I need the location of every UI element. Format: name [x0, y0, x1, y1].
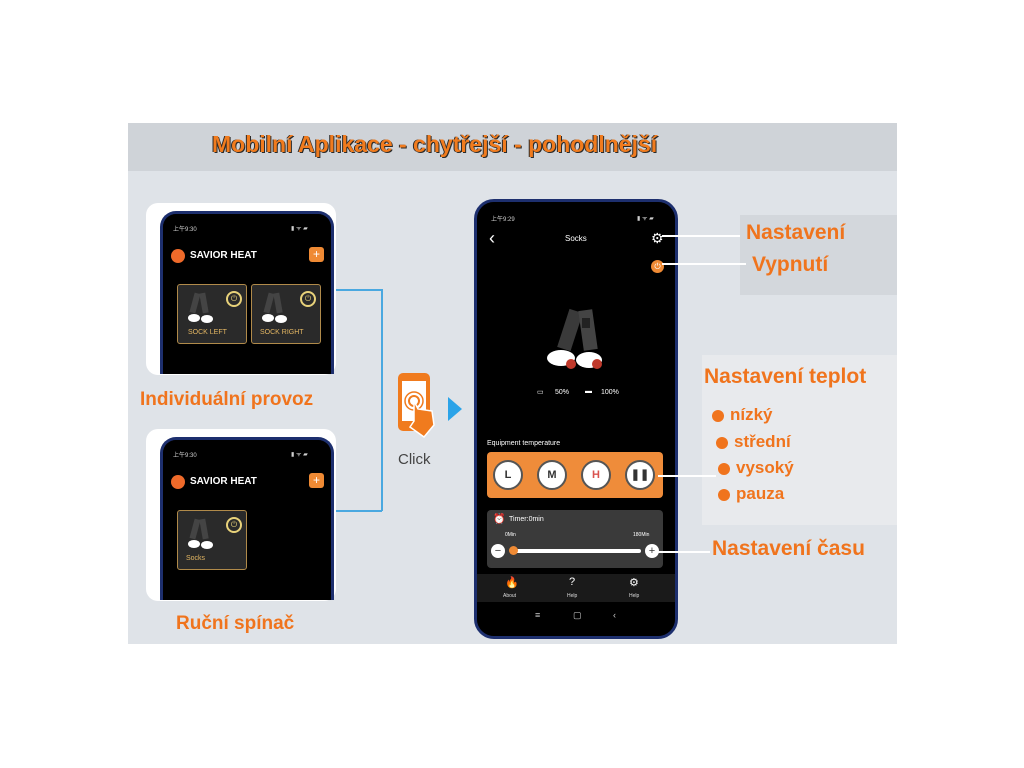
menu-icon[interactable]: ≡ [535, 610, 541, 620]
annotation-box-bottom [702, 355, 897, 525]
status-time: 上午9:29 [491, 217, 515, 223]
power-off-button[interactable]: ⏻ [651, 260, 664, 273]
pointer-time [658, 551, 710, 553]
status-icons: ▮ ᯤ ▰ [291, 226, 308, 232]
bullet [718, 489, 730, 501]
settings-gear-icon[interactable]: ⚙ [651, 230, 664, 246]
gear-icon[interactable]: ⚙ [629, 577, 639, 589]
label-time-settings: Nastavení času [712, 537, 865, 560]
connector-top [336, 289, 382, 291]
sock-icon [188, 292, 213, 323]
battery-right-value: 100% [601, 389, 619, 396]
pointer-power [662, 263, 746, 265]
pause-button[interactable]: ❚❚ [625, 460, 655, 490]
label-settings: Nastavení [746, 221, 846, 244]
battery-right-icon: ▬ [585, 388, 592, 395]
tile-label: Socks [186, 555, 206, 562]
timer-slider-handle[interactable] [509, 546, 518, 555]
tap-phone-icon [398, 373, 435, 439]
timer-min: 0Min [505, 532, 516, 538]
temperature-label: Equipment temperature [487, 440, 561, 447]
infographic-panel: Mobilní Aplikace - chytřejší - pohodlněj… [128, 123, 897, 644]
label-power-off: Vypnutí [752, 253, 829, 276]
power-icon[interactable]: ⏻ [300, 291, 316, 307]
nav-help[interactable]: Help [567, 593, 578, 599]
connector-vertical [381, 289, 383, 511]
status-time: 上午9:30 [173, 227, 197, 233]
tile-label: SOCK RIGHT [260, 329, 304, 336]
phone-manual: 上午9:30 ▮ ᯤ ▰ SAVIOR HEAT + ⏻ Socks [160, 437, 334, 600]
device-tile-sock-right[interactable]: ⏻ SOCK RIGHT [251, 284, 321, 344]
timer-panel: ⏰ Timer:0min 0Min 180Min − + [487, 510, 663, 568]
question-icon[interactable]: ? [569, 576, 576, 588]
click-label: Click [398, 451, 431, 468]
pointer-settings [662, 235, 740, 237]
clock-icon: ⏰ [493, 514, 506, 525]
connector-bottom [336, 510, 382, 512]
individual-mode-card: 上午9:30 ▮ ᯤ ▰ SAVIOR HEAT + ⏻ SOCK LEFT [146, 203, 336, 375]
bullet [716, 437, 728, 449]
level-low: nízký [730, 405, 773, 424]
timer-max: 180Min [633, 532, 650, 538]
device-tile-sock-left[interactable]: ⏻ SOCK LEFT [177, 284, 247, 344]
back-icon[interactable]: ‹ [613, 610, 616, 620]
status-icons: ▮ ᯤ ▰ [291, 452, 308, 458]
sock-icon [262, 292, 287, 323]
home-icon[interactable]: ▢ [573, 610, 582, 620]
brand-logo [171, 475, 185, 489]
timer-plus-button[interactable]: + [645, 544, 659, 558]
timer-label: Timer:0min [509, 516, 544, 523]
level-pause: pauza [736, 484, 785, 503]
label-temp-settings: Nastavení teplot [704, 365, 867, 388]
nav-help-settings[interactable]: Help [629, 593, 640, 599]
timer-minus-button[interactable]: − [491, 544, 505, 558]
level-medium: střední [734, 432, 791, 451]
temperature-bar: L M H ❚❚ [487, 452, 663, 498]
nav-about[interactable]: About [503, 593, 517, 599]
system-nav: ≡ ▢ ‹ [477, 604, 675, 630]
pointer-temp [658, 475, 716, 477]
bottom-nav: 🔥 About ? Help ⚙ Help [477, 574, 675, 602]
back-chevron-icon[interactable]: ‹ [489, 228, 495, 248]
bullet [718, 463, 730, 475]
add-device-button[interactable]: + [309, 473, 324, 488]
battery-left-value: 50% [555, 389, 570, 396]
main-phone: 上午9:29 ▮ ᯤ ▰ ‹ Socks ⚙ ⏻ ▭ 50% ▬ 100% Eq… [474, 199, 678, 639]
arrow-right-icon [448, 397, 462, 421]
flame-icon[interactable]: 🔥 [505, 577, 519, 589]
bullet [712, 410, 724, 422]
status-time: 上午9:30 [173, 453, 197, 459]
power-icon[interactable]: ⏻ [226, 517, 242, 533]
sock-icon [188, 518, 213, 549]
caption-individual: Individuální provoz [140, 389, 314, 410]
status-icons: ▮ ᯤ ▰ [637, 216, 654, 222]
brand-name: SAVIOR HEAT [190, 250, 257, 261]
timer-slider-track[interactable] [511, 549, 641, 553]
annotation-box-top [740, 215, 897, 295]
add-device-button[interactable]: + [309, 247, 324, 262]
title-banner: Mobilní Aplikace - chytřejší - pohodlněj… [128, 123, 897, 171]
battery-left-icon: ▭ [537, 389, 544, 396]
socks-illustration [547, 308, 602, 369]
manual-switch-card: 上午9:30 ▮ ᯤ ▰ SAVIOR HEAT + ⏻ Socks [146, 429, 336, 601]
temp-high-button[interactable]: H [581, 460, 611, 490]
brand-name: SAVIOR HEAT [190, 476, 257, 487]
level-high: vysoký [736, 458, 794, 477]
temp-medium-button[interactable]: M [537, 460, 567, 490]
page-title: Mobilní Aplikace - chytřejší - pohodlněj… [212, 131, 658, 157]
brand-logo [171, 249, 185, 263]
caption-manual: Ruční spínač [176, 613, 295, 634]
device-tile-socks[interactable]: ⏻ Socks [177, 510, 247, 570]
screen-title: Socks [565, 234, 587, 243]
phone-individual: 上午9:30 ▮ ᯤ ▰ SAVIOR HEAT + ⏻ SOCK LEFT [160, 211, 334, 374]
tile-label: SOCK LEFT [188, 329, 227, 336]
power-icon[interactable]: ⏻ [226, 291, 242, 307]
temp-low-button[interactable]: L [493, 460, 523, 490]
